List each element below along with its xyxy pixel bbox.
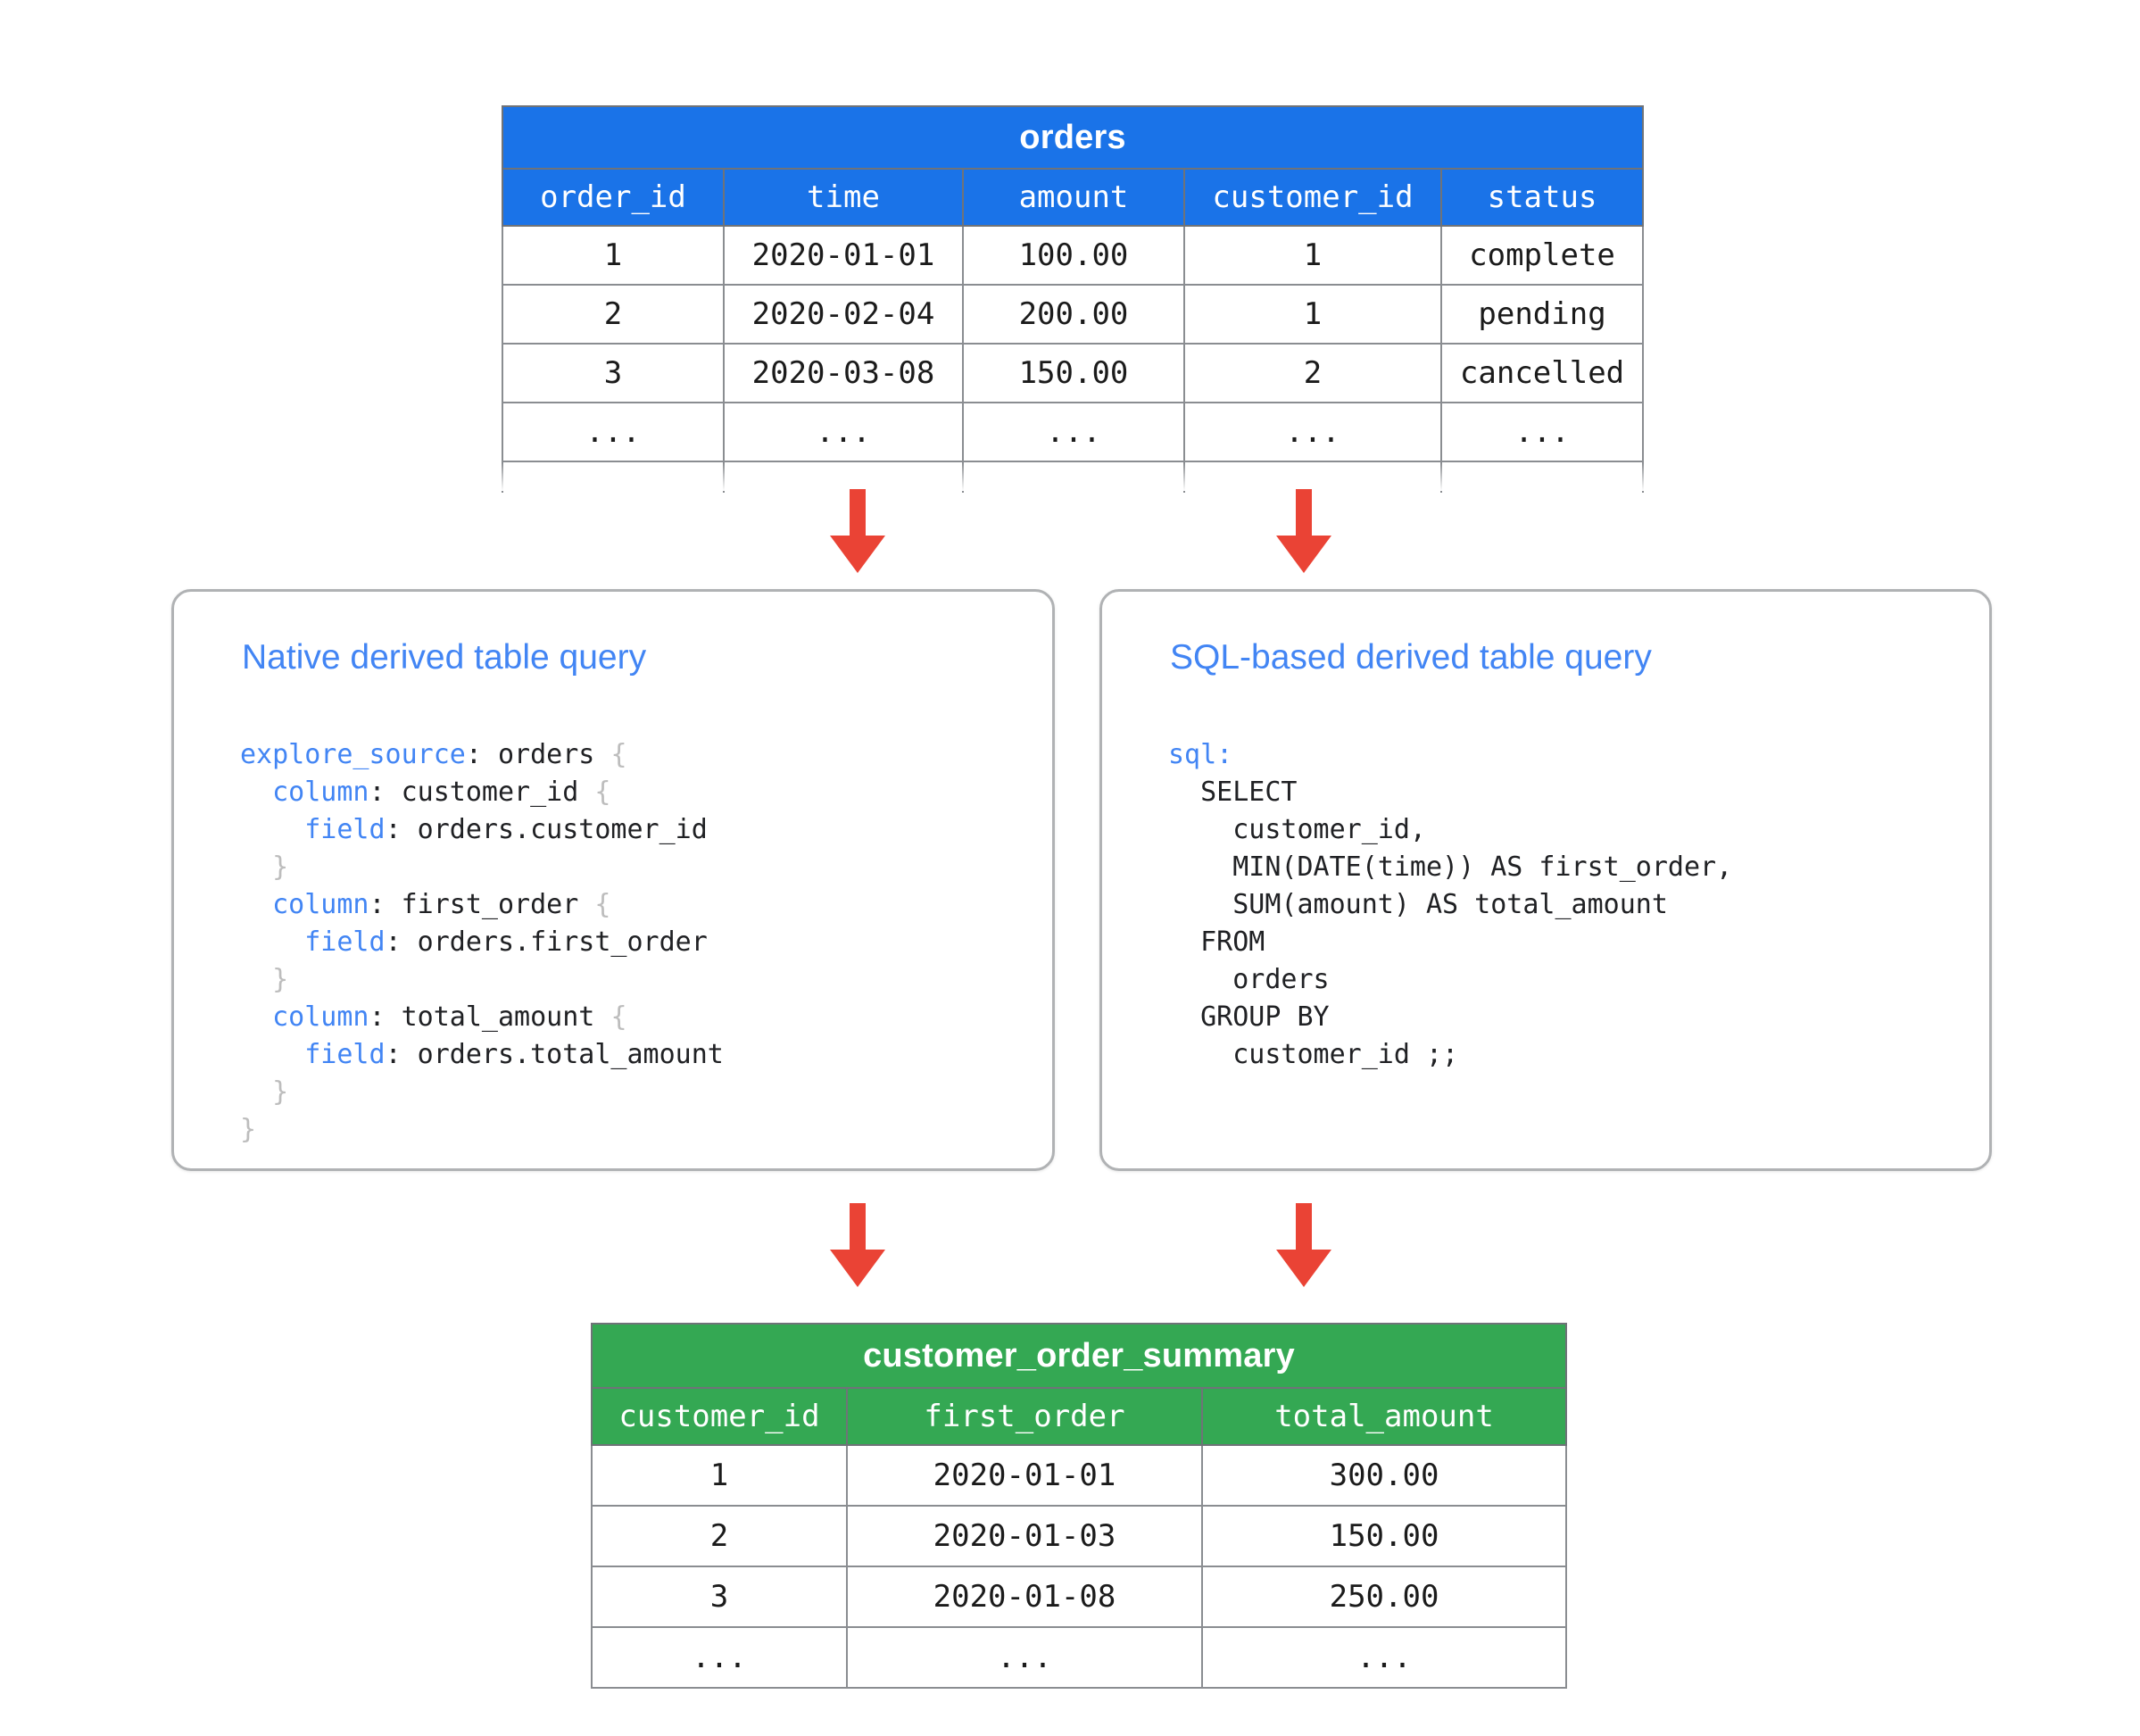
summary-table-row: 2 2020-01-03 150.00 bbox=[591, 1505, 1568, 1567]
summary-cell: 1 bbox=[591, 1444, 848, 1507]
native-card-title: Native derived table query bbox=[242, 638, 647, 677]
orders-table-title: orders bbox=[501, 105, 1645, 170]
orders-cell-ellipsis: ... bbox=[1183, 402, 1442, 462]
orders-table-ellipsis-row: ... ... ... ... ... bbox=[502, 402, 1645, 462]
orders-cell: complete bbox=[1439, 225, 1645, 286]
arrow-shaft bbox=[850, 489, 866, 541]
arrow-shaft bbox=[1296, 1203, 1312, 1255]
orders-cell-clipped bbox=[1183, 461, 1442, 493]
orders-cell: 1 bbox=[1183, 284, 1442, 345]
orders-col-header-order-id: order_id bbox=[502, 168, 725, 227]
down-arrow-icon-native-to-summary bbox=[830, 1203, 885, 1287]
summary-table-title: customer_order_summary bbox=[590, 1323, 1568, 1389]
summary-table-row: 3 2020-01-08 250.00 bbox=[591, 1566, 1568, 1628]
orders-table-row: 3 2020-03-08 150.00 2 cancelled bbox=[502, 343, 1645, 403]
orders-cell: cancelled bbox=[1439, 343, 1645, 403]
orders-cell: 150.00 bbox=[962, 343, 1185, 403]
orders-cell: 3 bbox=[502, 343, 725, 403]
orders-cell-ellipsis: ... bbox=[962, 402, 1185, 462]
orders-cell: 1 bbox=[502, 225, 725, 286]
orders-table-header-row: order_id time amount customer_id status bbox=[502, 168, 1645, 227]
summary-cell: 2020-01-03 bbox=[846, 1505, 1203, 1567]
summary-cell-ellipsis: ... bbox=[846, 1626, 1203, 1689]
summary-cell: 3 bbox=[591, 1566, 848, 1628]
orders-cell: 2020-03-08 bbox=[723, 343, 964, 403]
summary-col-header-customer-id: customer_id bbox=[591, 1387, 848, 1446]
orders-cell-clipped bbox=[1439, 461, 1645, 493]
summary-cell: 2 bbox=[591, 1505, 848, 1567]
orders-cell: 100.00 bbox=[962, 225, 1185, 286]
summary-table-ellipsis-row: ... ... ... bbox=[591, 1626, 1568, 1689]
summary-col-header-total-amount: total_amount bbox=[1200, 1387, 1568, 1446]
down-arrow-icon-orders-to-native bbox=[830, 489, 885, 573]
sql-card-title: SQL-based derived table query bbox=[1170, 638, 1652, 677]
native-derived-table-code: explore_source: orders { column: custome… bbox=[240, 739, 724, 1145]
summary-table-title-row: customer_order_summary bbox=[590, 1323, 1568, 1389]
arrow-head bbox=[830, 1250, 885, 1287]
orders-table-clipped-row bbox=[502, 461, 1645, 493]
summary-table-row: 1 2020-01-01 300.00 bbox=[591, 1444, 1568, 1507]
summary-cell-ellipsis: ... bbox=[1200, 1626, 1568, 1689]
orders-col-header-time: time bbox=[723, 168, 964, 227]
arrow-shaft bbox=[1296, 489, 1312, 541]
down-arrow-icon-orders-to-sql bbox=[1276, 489, 1331, 573]
summary-cell: 300.00 bbox=[1200, 1444, 1568, 1507]
orders-cell-clipped bbox=[723, 461, 964, 493]
orders-cell: 2020-02-04 bbox=[723, 284, 964, 345]
summary-col-header-first-order: first_order bbox=[846, 1387, 1203, 1446]
orders-cell-ellipsis: ... bbox=[1439, 402, 1645, 462]
orders-col-header-customer-id: customer_id bbox=[1183, 168, 1442, 227]
orders-cell: 2 bbox=[502, 284, 725, 345]
orders-col-header-status: status bbox=[1439, 168, 1645, 227]
sql-derived-table-card: SQL-based derived table query sql: SELEC… bbox=[1099, 589, 1992, 1171]
summary-cell: 150.00 bbox=[1200, 1505, 1568, 1567]
arrow-head bbox=[1276, 1250, 1331, 1287]
orders-cell: pending bbox=[1439, 284, 1645, 345]
summary-cell: 2020-01-08 bbox=[846, 1566, 1203, 1628]
orders-col-header-amount: amount bbox=[962, 168, 1185, 227]
orders-cell: 1 bbox=[1183, 225, 1442, 286]
arrow-head bbox=[830, 536, 885, 573]
orders-cell-ellipsis: ... bbox=[502, 402, 725, 462]
orders-cell: 2020-01-01 bbox=[723, 225, 964, 286]
orders-cell: 2 bbox=[1183, 343, 1442, 403]
summary-table-body: customer_order_summary customer_id first… bbox=[590, 1323, 1568, 1689]
orders-cell: 200.00 bbox=[962, 284, 1185, 345]
summary-cell: 250.00 bbox=[1200, 1566, 1568, 1628]
orders-table-title-row: orders bbox=[501, 105, 1645, 170]
summary-table-header-row: customer_id first_order total_amount bbox=[591, 1387, 1568, 1446]
orders-cell-clipped bbox=[962, 461, 1185, 493]
customer-order-summary-table: customer_order_summary customer_id first… bbox=[590, 1323, 1568, 1689]
arrow-head bbox=[1276, 536, 1331, 573]
orders-cell-clipped bbox=[502, 461, 725, 493]
summary-cell-ellipsis: ... bbox=[591, 1626, 848, 1689]
summary-cell: 2020-01-01 bbox=[846, 1444, 1203, 1507]
orders-table-row: 1 2020-01-01 100.00 1 complete bbox=[502, 225, 1645, 286]
down-arrow-icon-sql-to-summary bbox=[1276, 1203, 1331, 1287]
orders-table-row: 2 2020-02-04 200.00 1 pending bbox=[502, 284, 1645, 345]
native-derived-table-card: Native derived table query explore_sourc… bbox=[171, 589, 1055, 1171]
orders-table: orders order_id time amount customer_id … bbox=[501, 105, 1645, 493]
arrow-shaft bbox=[850, 1203, 866, 1255]
orders-cell-ellipsis: ... bbox=[723, 402, 964, 462]
orders-table-body: orders order_id time amount customer_id … bbox=[501, 105, 1645, 493]
sql-derived-table-code: sql: SELECT customer_id, MIN(DATE(time))… bbox=[1168, 739, 1733, 1070]
